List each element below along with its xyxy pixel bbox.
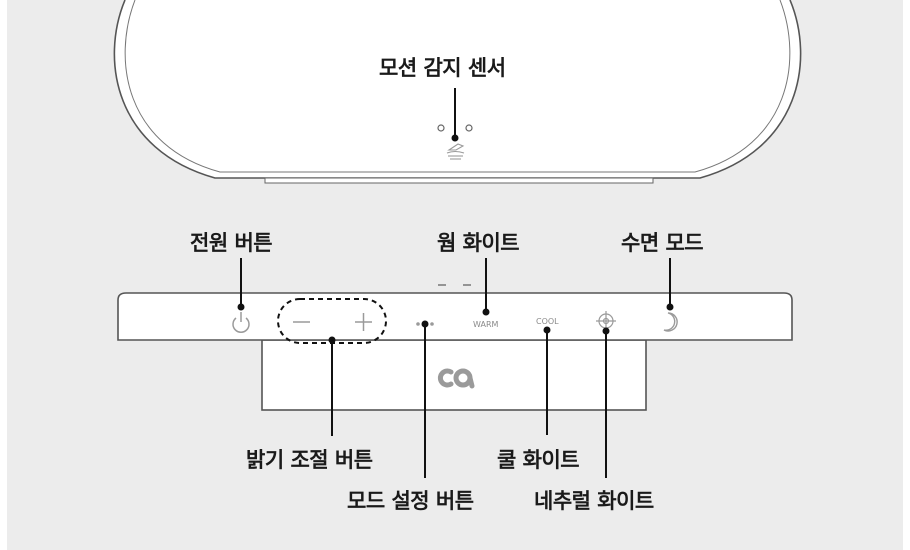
leader-motion-sensor	[451, 88, 459, 142]
power-icon	[232, 312, 250, 333]
label-motion-sensor: 모션 감지 센서	[379, 56, 506, 80]
sensor-dot-right	[465, 124, 473, 132]
label-natural-white: 네추럴 화이트	[534, 489, 654, 513]
brand-logo-icon	[437, 368, 475, 389]
moon-icon	[663, 312, 678, 332]
label-cool-white: 쿨 화이트	[497, 448, 580, 472]
label-brightness-button: 밝기 조절 버튼	[246, 448, 373, 472]
leader-natural-white	[602, 327, 610, 478]
label-mode-button: 모드 설정 버튼	[347, 489, 474, 513]
leader-mode-button	[421, 320, 429, 478]
plus-icon	[355, 313, 372, 331]
cool-panel-text: COOL	[536, 317, 559, 326]
warm-panel-text: WARM	[473, 320, 499, 329]
label-power-button: 전원 버튼	[190, 231, 273, 255]
leader-brightness	[328, 336, 336, 436]
label-warm-white: 웜 화이트	[437, 231, 520, 255]
sensor-dot-left	[437, 124, 445, 132]
lamp-base-body	[117, 292, 793, 411]
lamp-top-body	[113, 0, 802, 184]
hand-wave-icon	[446, 143, 465, 160]
leader-sleep-mode	[666, 258, 674, 311]
leader-warm-white	[482, 258, 490, 316]
label-sleep-mode: 수면 모드	[621, 231, 704, 255]
leader-cool-white	[543, 326, 551, 435]
leader-power-button	[237, 258, 245, 311]
